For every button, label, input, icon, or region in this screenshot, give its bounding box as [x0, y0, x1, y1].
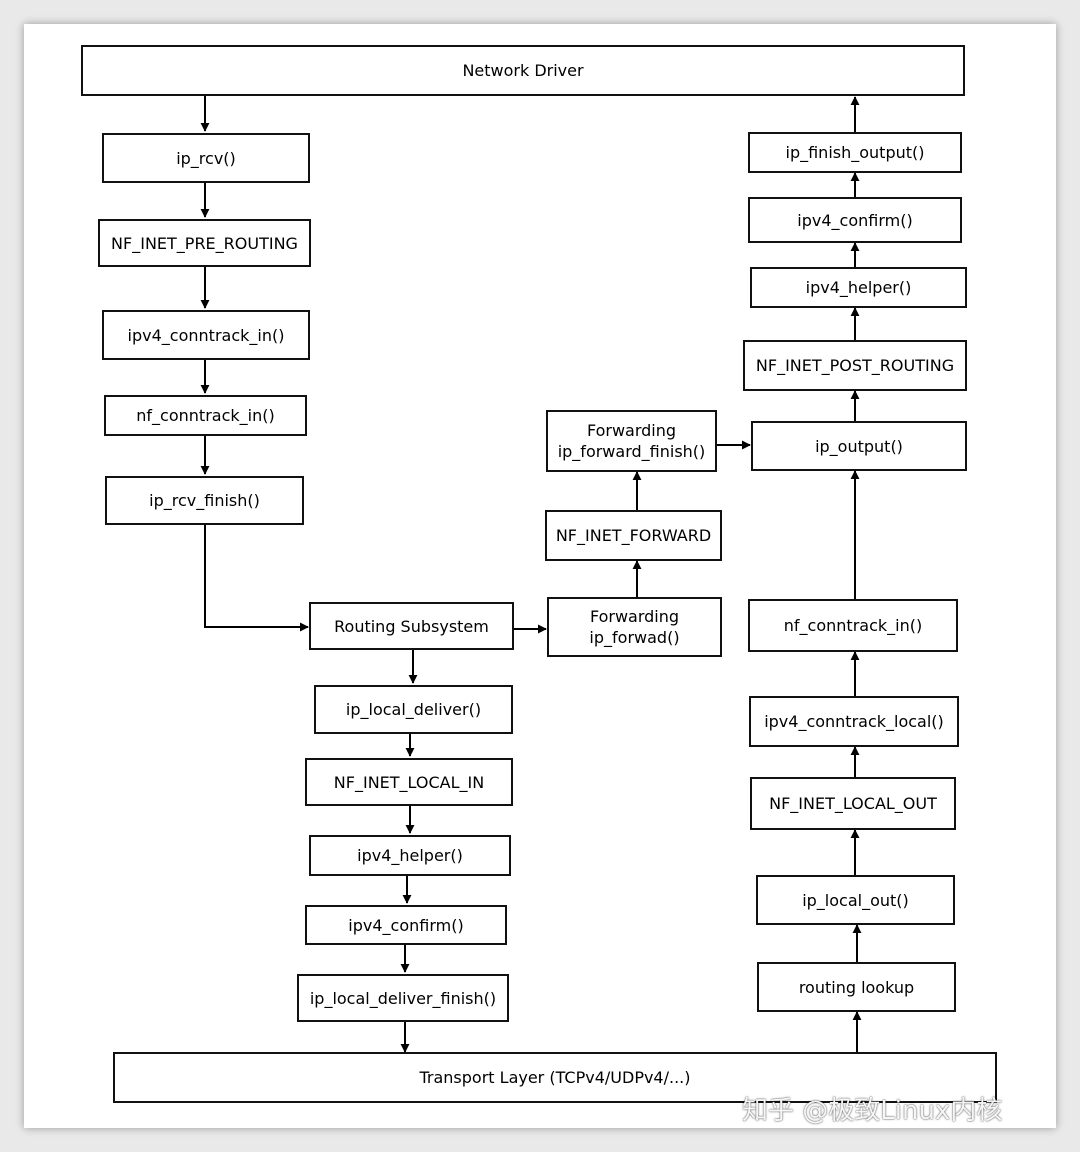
- conntrack-local-label: ipv4_conntrack_local(): [764, 712, 944, 731]
- transport-layer-label: Transport Layer (TCPv4/UDPv4/...): [419, 1068, 691, 1087]
- ip-output-box: ip_output(): [751, 421, 967, 471]
- forward-finish-box: Forwarding ip_forward_finish(): [546, 410, 717, 472]
- output-helper-box: ipv4_helper(): [750, 267, 967, 308]
- deliver-finish-box: ip_local_deliver_finish(): [297, 974, 509, 1022]
- forward-finish-line1: Forwarding: [586, 421, 677, 440]
- nf-forward-box: NF_INET_FORWARD: [545, 510, 722, 561]
- output-nf-conntrack-in-label: nf_conntrack_in(): [783, 616, 923, 635]
- deliver-finish-label: ip_local_deliver_finish(): [309, 988, 497, 1008]
- ip-rcv-box: ip_rcv(): [102, 133, 310, 183]
- output-confirm-box: ipv4_confirm(): [748, 197, 962, 243]
- nf-forward-label: NF_INET_FORWARD: [555, 526, 712, 545]
- arrow-rcv-finish-to-routing: [204, 525, 309, 632]
- ip-local-deliver-label: ip_local_deliver(): [345, 700, 482, 719]
- ip-rcv-label: ip_rcv(): [176, 148, 236, 168]
- local-confirm-box: ipv4_confirm(): [305, 905, 507, 945]
- ip-finish-output-label: ip_finish_output(): [785, 143, 925, 162]
- local-helper-box: ipv4_helper(): [309, 835, 511, 876]
- forward-finish-line2: ip_forward_finish(): [557, 442, 706, 461]
- pre-routing-box: NF_INET_PRE_ROUTING: [98, 219, 311, 267]
- output-helper-label: ipv4_helper(): [805, 278, 912, 297]
- ip-finish-output-box: ip_finish_output(): [748, 132, 962, 173]
- conntrack-in-label: ipv4_conntrack_in(): [127, 325, 285, 345]
- output-confirm-label: ipv4_confirm(): [797, 210, 913, 230]
- pre-routing-label: NF_INET_PRE_ROUTING: [111, 233, 298, 253]
- post-routing-box: NF_INET_POST_ROUTING: [743, 340, 967, 391]
- output-nf-conntrack-in-box: nf_conntrack_in(): [748, 599, 958, 652]
- watermark-text: 知乎 @极致Linux内核: [742, 1096, 1003, 1126]
- routing-subsystem-label: Routing Subsystem: [334, 616, 489, 636]
- network-driver-label: Network Driver: [462, 61, 584, 80]
- post-routing-label: NF_INET_POST_ROUTING: [755, 356, 955, 375]
- transport-layer-box: Transport Layer (TCPv4/UDPv4/...): [113, 1052, 997, 1103]
- nf-conntrack-in-label: nf_conntrack_in(): [136, 406, 275, 425]
- ip-rcv-finish-label: ip_rcv_finish(): [149, 491, 260, 510]
- forwarding-line1: Forwarding: [589, 607, 680, 626]
- ip-output-label: ip_output(): [815, 436, 903, 456]
- routing-lookup-label: routing lookup: [798, 977, 915, 997]
- ip-local-out-label: ip_local_out(): [802, 890, 909, 910]
- conntrack-local-box: ipv4_conntrack_local(): [749, 696, 959, 747]
- local-helper-label: ipv4_helper(): [357, 846, 463, 865]
- forwarding-box: Forwarding ip_forwad(): [547, 597, 722, 657]
- ip-local-deliver-box: ip_local_deliver(): [314, 685, 513, 734]
- routing-subsystem-box: Routing Subsystem: [309, 602, 514, 650]
- routing-lookup-box: routing lookup: [757, 962, 956, 1012]
- local-out-box: NF_INET_LOCAL_OUT: [750, 777, 956, 830]
- local-in-label: NF_INET_LOCAL_IN: [333, 772, 485, 792]
- local-confirm-label: ipv4_confirm(): [348, 915, 464, 935]
- forwarding-line2: ip_forwad(): [589, 628, 680, 647]
- conntrack-in-box: ipv4_conntrack_in(): [102, 310, 310, 360]
- ip-rcv-finish-box: ip_rcv_finish(): [105, 476, 304, 525]
- local-in-box: NF_INET_LOCAL_IN: [305, 758, 513, 806]
- local-out-label: NF_INET_LOCAL_OUT: [769, 794, 937, 813]
- ip-local-out-box: ip_local_out(): [756, 875, 955, 925]
- network-driver-box: Network Driver: [81, 45, 965, 96]
- nf-conntrack-in-box: nf_conntrack_in(): [104, 395, 307, 436]
